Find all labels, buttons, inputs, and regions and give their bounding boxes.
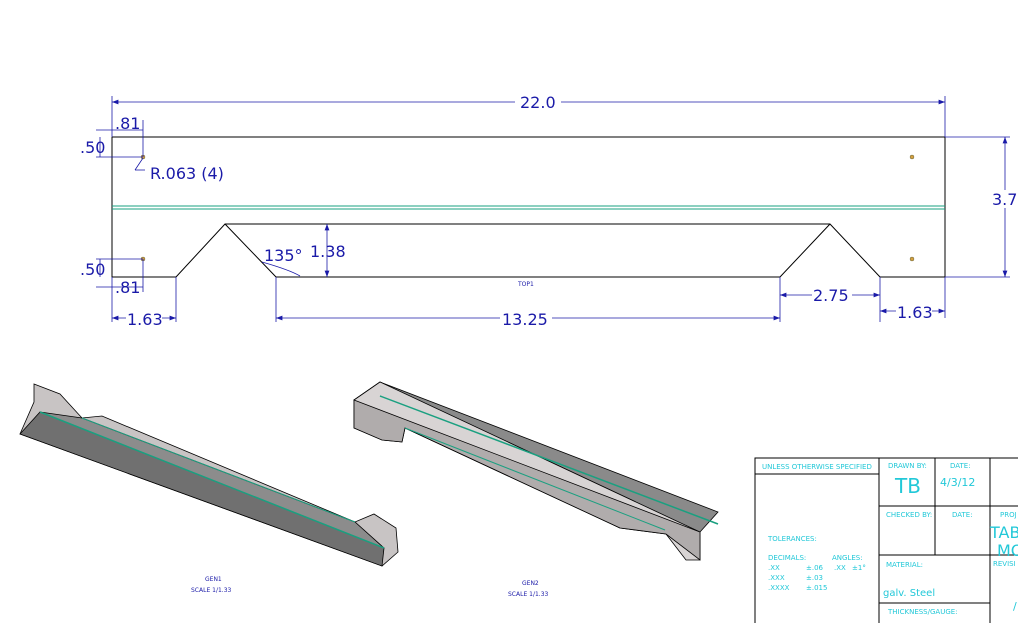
checked-date-label: DATE:: [952, 511, 973, 519]
checked-by-label: CHECKED BY:: [886, 511, 932, 519]
dim-hole-y-top: .50: [80, 138, 105, 157]
dim-center-length: 13.25: [502, 310, 548, 329]
dim-hole-x-bottom: .81: [115, 278, 140, 297]
decimal-fmt: .XX: [768, 564, 780, 572]
decimal-fmt: .XXX: [768, 574, 785, 582]
project-label: PROJ: [1000, 511, 1017, 519]
drawn-by-label: DRAWN BY:: [888, 462, 927, 470]
dim-angle: 135°: [264, 246, 303, 265]
tolerances-label: TOLERANCES:: [767, 535, 817, 543]
dimension-labels: 22.0 .81 .50 R.063 (4) 3.7 135° 1.38 .50…: [80, 93, 1018, 329]
dim-tab-height: 1.38: [310, 242, 346, 261]
angles-label: ANGLES:: [832, 554, 863, 562]
top-view-outline: [111, 136, 946, 278]
iso-view-gen1: [19, 383, 399, 567]
dim-tab-slope: 2.75: [813, 286, 849, 305]
decimal-tol: ±.06: [806, 564, 824, 572]
decimal-tol: ±.015: [806, 584, 827, 592]
decimal-tol: ±.03: [806, 574, 823, 582]
thickness-label: THICKNESS/GAUGE:: [887, 608, 958, 616]
iso-view-gen2-label: GEN2 SCALE 1/1.33: [508, 580, 549, 598]
dim-left-flange: 1.63: [127, 310, 163, 329]
iso-view-gen2: [353, 381, 719, 561]
angle-fmt: .XX: [834, 564, 846, 572]
dim-hole-y-bottom: .50: [80, 260, 105, 279]
dim-overall-height: 3.7: [992, 190, 1017, 209]
material-label: MATERIAL:: [886, 561, 923, 569]
dim-overall-length: 22.0: [520, 93, 556, 112]
project-line1: TAB: [989, 523, 1018, 542]
drawn-by-value: TB: [894, 474, 921, 498]
material-value: galv. Steel: [883, 588, 935, 599]
dim-right-flange: 1.63: [897, 303, 933, 322]
title-block-text: UNLESS OTHERWISE SPECIFIED TOLERANCES: D…: [762, 462, 1018, 616]
revision-value: /: [1013, 600, 1017, 613]
gen1-scale: SCALE 1/1.33: [191, 587, 232, 594]
project-line2: MO: [997, 541, 1018, 560]
date-label: DATE:: [950, 462, 971, 470]
decimals-label: DECIMALS:: [768, 554, 806, 562]
gen2-scale: SCALE 1/1.33: [508, 591, 549, 598]
gen2-name: GEN2: [522, 580, 539, 587]
date-value: 4/3/12: [940, 476, 975, 489]
angle-tol: ±1°: [852, 564, 866, 572]
gen1-name: GEN1: [205, 576, 222, 583]
unless-specified-label: UNLESS OTHERWISE SPECIFIED: [762, 463, 872, 471]
title-block: [754, 457, 1018, 623]
revision-label: REVISI: [993, 560, 1016, 568]
hole-marks: [140, 154, 915, 262]
dim-hole-x-top: .81: [115, 114, 140, 133]
view-label-top: TOP1: [517, 281, 534, 288]
dim-hole-radius: R.063 (4): [150, 164, 224, 183]
decimal-fmt: .XXXX: [768, 584, 790, 592]
iso-view-gen1-label: GEN1 SCALE 1/1.33: [191, 576, 232, 594]
